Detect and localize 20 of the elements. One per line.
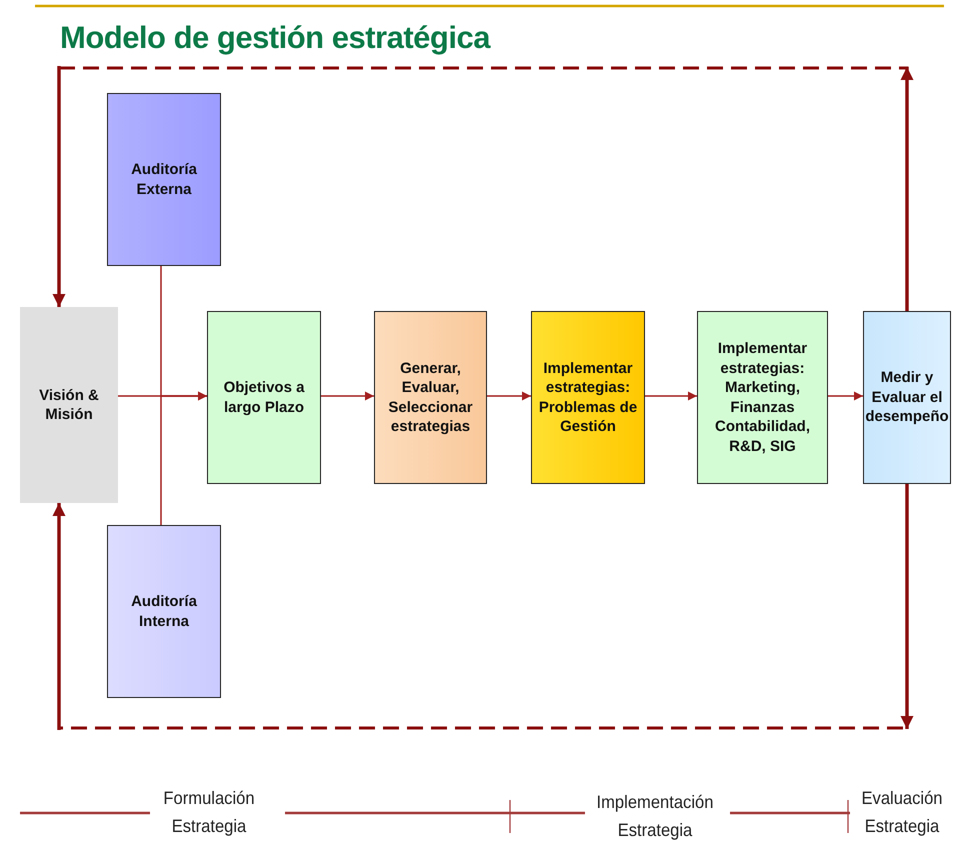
box-label: Auditoría Externa	[130, 160, 198, 199]
box-label: Generar, Evaluar, Seleccionar estrategias	[387, 358, 474, 436]
box-label: Auditoría Interna	[130, 592, 198, 631]
process-box	[207, 311, 321, 484]
process-box	[531, 311, 645, 484]
title: Modelo de gestión estratégica	[60, 20, 490, 56]
process-box	[107, 525, 221, 698]
phase-label: Implementación Estrategia	[596, 791, 714, 841]
phase-label: Evaluación Estrategia	[860, 787, 944, 838]
process-box	[374, 311, 487, 484]
box-label: Implementar estrategias: Problemas de Gestión	[538, 358, 638, 436]
box-label: Implementar estrategias: Marketing, Finanzas Contabilidad, R&D, SIG	[714, 339, 811, 456]
box-label: Medir y Evaluar el desempeño	[864, 368, 950, 427]
process-box	[107, 93, 221, 266]
process-box	[863, 311, 951, 484]
process-box	[20, 307, 118, 503]
box-label: Objetivos a largo Plazo	[222, 378, 306, 417]
process-box	[697, 311, 828, 484]
phase-label: Formulación Estrategia	[162, 787, 256, 838]
box-label: Visión & Misión	[38, 386, 100, 424]
